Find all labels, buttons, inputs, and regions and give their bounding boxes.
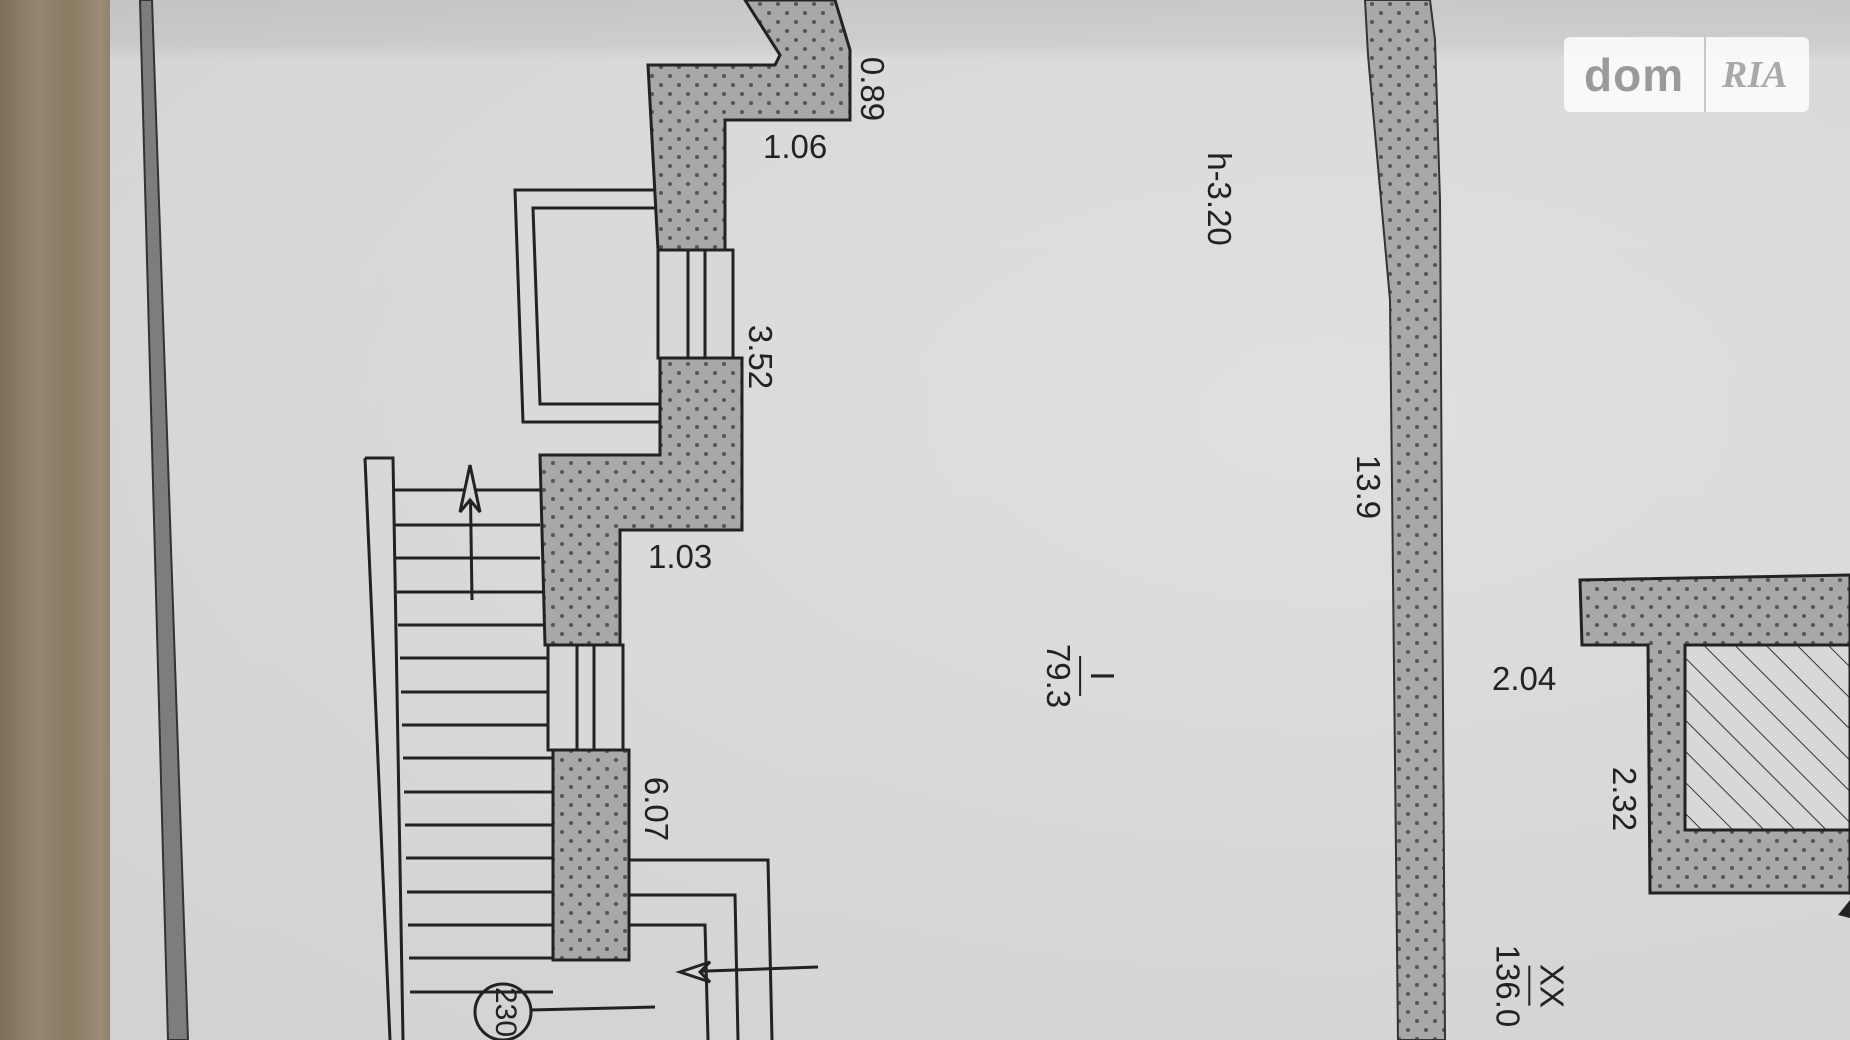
wooden-table-background <box>0 0 125 1040</box>
wall-segment-4 <box>551 748 631 962</box>
wall-right-long <box>1363 0 1447 1040</box>
room-number: I <box>1084 671 1122 681</box>
room-label-divider <box>1528 966 1531 1006</box>
watermark-ria-logo: RIA <box>1722 53 1788 96</box>
room-label-divider <box>1079 655 1082 696</box>
reference-marker-label: 230 <box>489 986 523 1038</box>
hatched-area <box>1683 643 1850 832</box>
watermark-dom-text: dom <box>1584 48 1685 101</box>
wall-stepped-upper <box>646 0 852 252</box>
room-area: 79.3 <box>1040 643 1078 709</box>
dimension-label: 3.52 <box>742 324 780 390</box>
room-number: XX <box>1533 963 1571 1009</box>
wall-segment-3 <box>538 356 744 647</box>
dom-ria-watermark: dom RIA <box>1564 37 1809 112</box>
room-area: 136.0 <box>1489 944 1527 1028</box>
wall-right-room <box>1578 573 1850 895</box>
room-label-XX: XX 136.0 <box>1488 945 1570 1028</box>
reference-marker-circle <box>473 982 533 1040</box>
pit-outline-inner <box>531 206 660 406</box>
floor-plan-paper <box>110 0 1850 1040</box>
pit-outline-outer <box>513 188 660 424</box>
room-label-I: I 79.3 <box>1039 644 1121 708</box>
ceiling-height-label: h-3.20 <box>1200 152 1238 246</box>
outer-wall-left <box>138 0 190 1040</box>
dimension-label: 13.9 <box>1350 454 1388 520</box>
dimension-label: 1.06 <box>763 128 828 165</box>
window-opening-2 <box>546 643 625 752</box>
dimension-label: 6.07 <box>638 776 676 842</box>
dimension-label: 2.32 <box>1606 766 1644 832</box>
window-opening-1 <box>656 248 735 360</box>
dimension-label: 2.04 <box>1492 660 1557 697</box>
arrow-tip-right <box>1838 900 1850 918</box>
dimension-label: 0.89 <box>854 56 892 122</box>
watermark-divider <box>1704 37 1706 112</box>
dimension-label: 1.03 <box>648 538 713 575</box>
entry-lines <box>529 858 819 1040</box>
staircase <box>363 456 553 1040</box>
